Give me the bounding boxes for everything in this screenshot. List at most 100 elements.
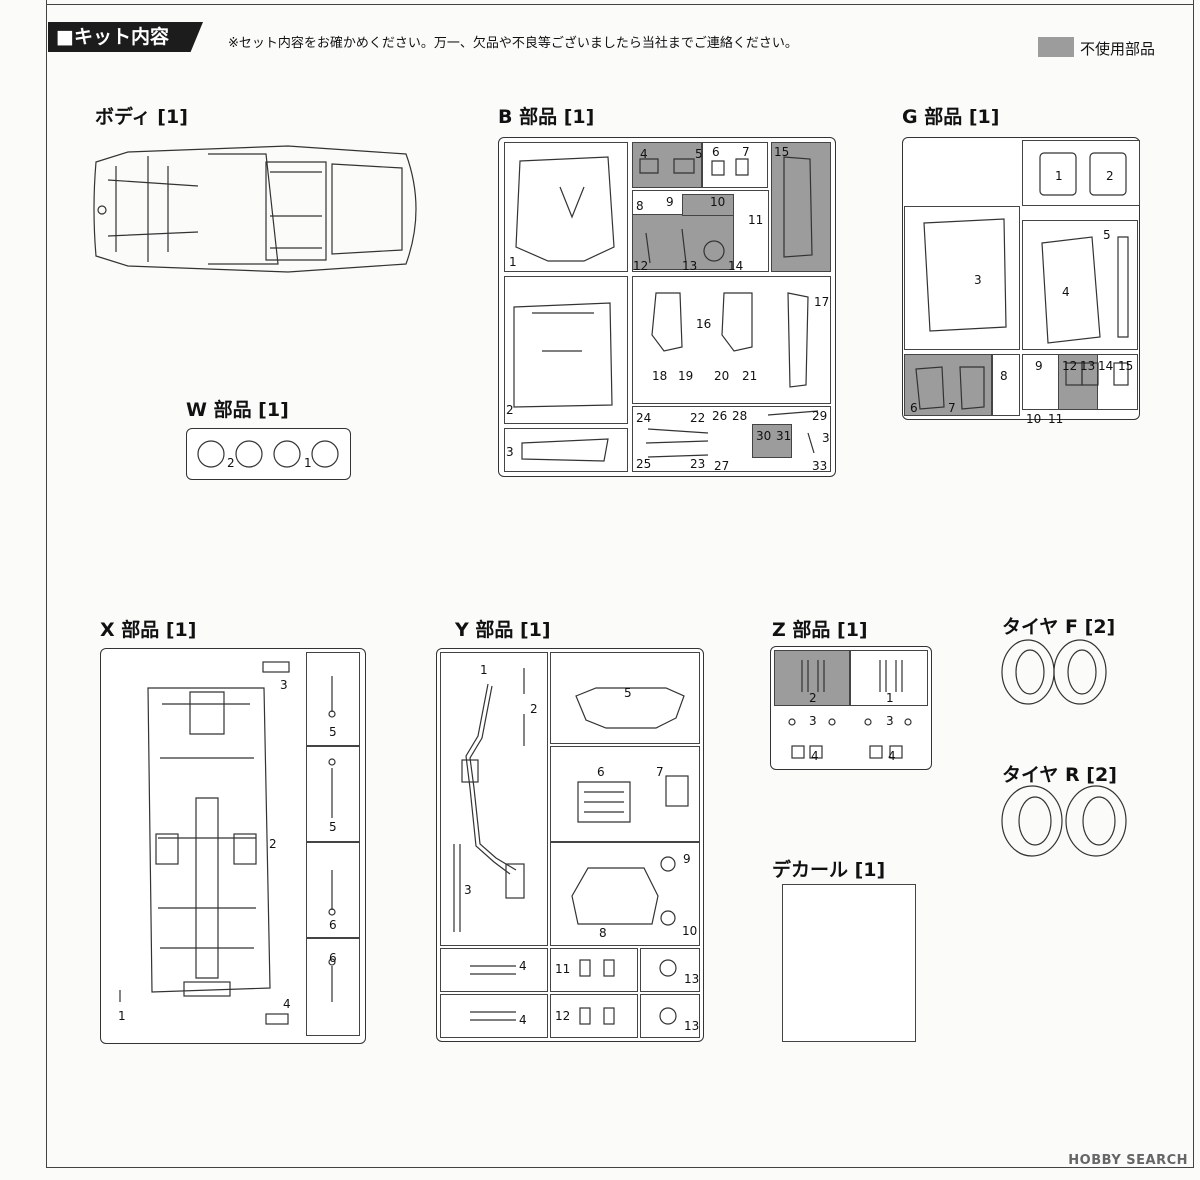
b-cell-4-5-unused: [632, 142, 702, 188]
b-cell-22-33: [632, 406, 831, 472]
g-num-15: 15: [1118, 359, 1134, 373]
w-parts-drawing: [197, 440, 339, 468]
rear-tires-drawing: [1001, 785, 1127, 857]
y-num-13b: 13: [684, 1019, 700, 1033]
x-parts-title: X 部品 [1]: [100, 619, 197, 641]
y-num-4b: 4: [519, 1013, 527, 1027]
tire-f-title: タイヤ F [2]: [1002, 616, 1116, 638]
b-parts-title: B 部品 [1]: [498, 106, 595, 128]
y-num-7: 7: [656, 765, 664, 779]
w-sprue: [186, 428, 351, 480]
z-num-4a: 4: [811, 749, 819, 763]
x-num-3: 3: [280, 678, 288, 692]
b-num-27: 27: [714, 459, 730, 473]
section-header: ■キット内容: [48, 22, 203, 52]
y-cell-1-3: [440, 652, 548, 946]
x-num-6b: 6: [329, 951, 337, 965]
unused-parts-swatch: [1038, 37, 1074, 57]
b-num-6: 6: [712, 145, 720, 159]
y-cell-6-7: [550, 746, 700, 842]
b-cell-15-unused: [771, 142, 831, 272]
top-rule: [46, 4, 1194, 5]
g-parts-title: G 部品 [1]: [902, 106, 1000, 128]
g-num-6: 6: [910, 401, 918, 415]
y-num-9: 9: [683, 852, 691, 866]
g-cell-4-5: [1022, 220, 1138, 350]
b-num-18: 18: [652, 369, 668, 383]
b-num-4: 4: [640, 147, 648, 161]
x-num-6a: 6: [329, 918, 337, 932]
z-parts-drawing: [788, 660, 912, 759]
y-cell-5: [550, 652, 700, 744]
manual-frame: [46, 0, 1194, 1168]
y-cell-11: [550, 948, 638, 992]
w-parts-title: W 部品 [1]: [186, 399, 289, 421]
y-num-5: 5: [624, 686, 632, 700]
y-num-4a: 4: [519, 959, 527, 973]
b-num-26: 26: [712, 409, 728, 423]
kit-check-note: ※セット内容をお確かめください。万一、欠品や不良等ございましたら当社までご連絡く…: [228, 36, 798, 51]
y-num-1: 1: [480, 663, 488, 677]
y-cell-12: [550, 994, 638, 1038]
y-num-3: 3: [464, 883, 472, 897]
b-cell-30-31-unused: [752, 424, 792, 458]
b-num-12: 12: [633, 259, 649, 273]
b-num-15: 15: [774, 145, 790, 159]
b-num-32: 3: [822, 431, 830, 445]
b-num-1: 1: [509, 255, 517, 269]
z-cell-2-unused: [774, 650, 850, 706]
front-tires-drawing: [1001, 639, 1107, 705]
b-num-24: 24: [636, 411, 652, 425]
g-parts-drawing: [915, 152, 1129, 410]
b-num-19: 19: [678, 369, 694, 383]
g-num-8: 8: [1000, 369, 1008, 383]
x-num-5a: 5: [329, 725, 337, 739]
b-num-31: 31: [776, 429, 792, 443]
x-num-2: 2: [269, 837, 277, 851]
z-num-4b: 4: [888, 749, 896, 763]
b-num-9: 9: [666, 195, 674, 209]
y-cell-4b: [440, 994, 548, 1038]
y-cell-13a: [640, 948, 700, 992]
b-parts-drawing: [513, 156, 819, 462]
b-cell-16-21: [632, 276, 831, 404]
y-cell-13b: [640, 994, 700, 1038]
z-num-3b: 3: [886, 714, 894, 728]
x-num-4: 4: [283, 997, 291, 1011]
watermark-logo: HOBBY SEARCH: [1068, 1153, 1188, 1168]
decal-title: デカール [1]: [772, 859, 886, 881]
b-num-13: 13: [682, 259, 698, 273]
decal-sheet: [782, 884, 916, 1042]
b-num-8: 8: [636, 199, 644, 213]
g-num-11: 11: [1048, 412, 1064, 426]
g-num-3: 3: [974, 273, 982, 287]
y-num-8: 8: [599, 926, 607, 940]
z-parts-title: Z 部品 [1]: [772, 619, 868, 641]
g-num-14: 14: [1098, 359, 1114, 373]
tire-r-title: タイヤ R [2]: [1002, 764, 1117, 786]
b-num-29: 29: [812, 409, 828, 423]
b-num-28: 28: [732, 409, 748, 423]
b-cell-3: [504, 428, 628, 472]
b-cell-2: [504, 276, 628, 424]
b-num-7: 7: [742, 145, 750, 159]
g-num-4: 4: [1062, 285, 1070, 299]
b-num-21: 21: [742, 369, 758, 383]
g-cell-8: [992, 354, 1020, 416]
b-num-5: 5: [695, 147, 703, 161]
x-cell-5a: [306, 652, 360, 746]
b-cell-10-unused: [682, 194, 734, 216]
y-num-6: 6: [597, 765, 605, 779]
x-num-1: 1: [118, 1009, 126, 1023]
b-num-3: 3: [506, 445, 514, 459]
y-num-12: 12: [555, 1009, 571, 1023]
b-num-10: 10: [710, 195, 726, 209]
y-parts-title: Y 部品 [1]: [455, 619, 551, 641]
y-cell-4a: [440, 948, 548, 992]
g-num-2: 2: [1106, 169, 1114, 183]
g-cell-6-7-unused: [904, 354, 992, 416]
x-num-5b: 5: [329, 820, 337, 834]
g-num-12: 12: [1062, 359, 1078, 373]
b-cell-6-7: [702, 142, 768, 188]
x-cell-6b: [306, 938, 360, 1036]
